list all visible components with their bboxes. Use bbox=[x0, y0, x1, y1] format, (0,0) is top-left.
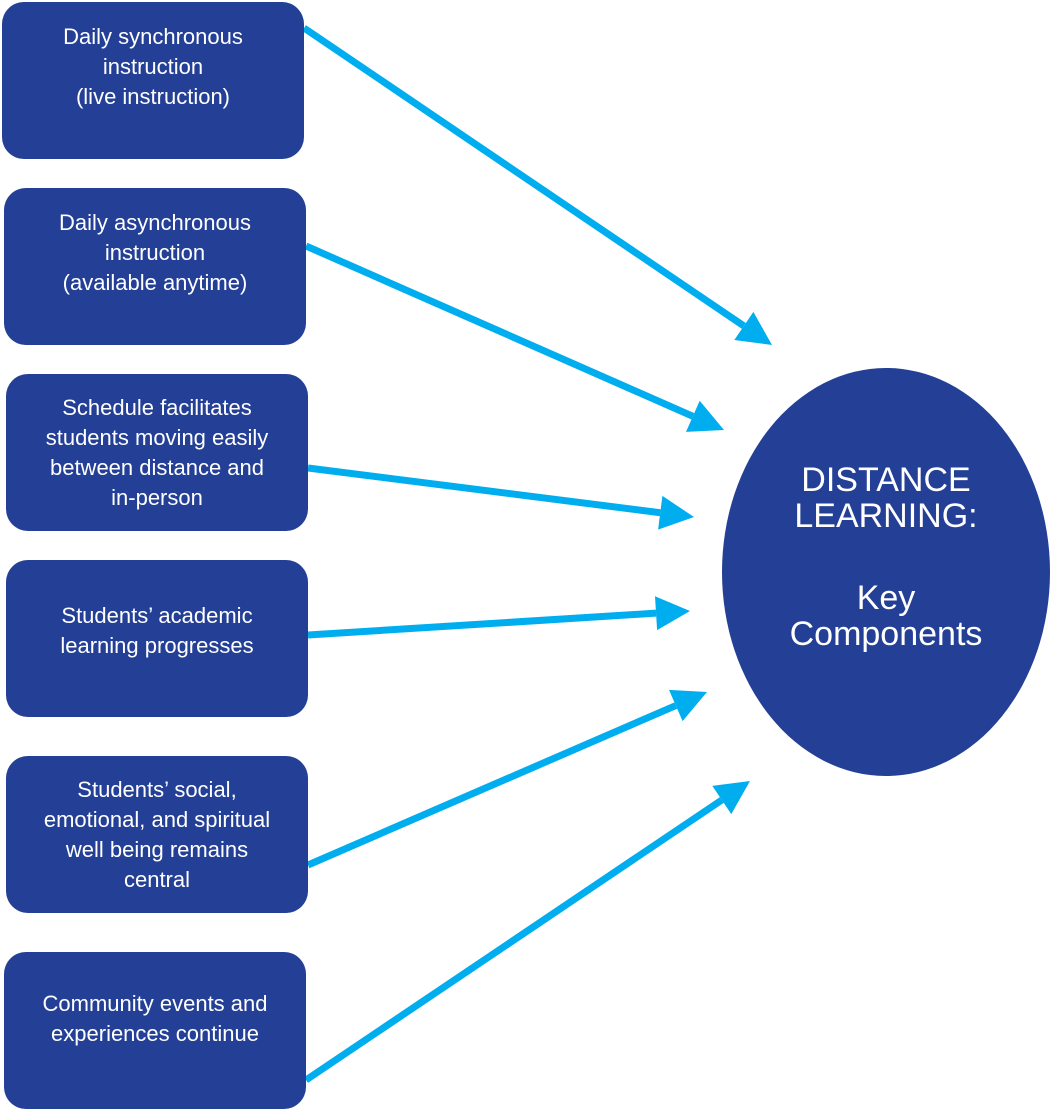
arrow-head-4 bbox=[669, 689, 707, 722]
center-subtitle: Key Components bbox=[789, 579, 983, 653]
arrow-line-5 bbox=[304, 797, 724, 1083]
center-ellipse bbox=[722, 368, 1050, 776]
arrow-line-4 bbox=[306, 702, 678, 869]
arrow-line-3 bbox=[307, 609, 657, 639]
arrow-head-1 bbox=[686, 400, 724, 432]
arrow-head-0 bbox=[734, 311, 772, 345]
component-label: Schedule facilitates students moving eas… bbox=[45, 394, 269, 510]
component-box-synchronous-instruction: Daily synchronous instruction (live inst… bbox=[2, 2, 304, 159]
center-title: DISTANCE LEARNING: bbox=[794, 461, 978, 535]
arrow-line-2 bbox=[307, 464, 661, 517]
component-box-asynchronous-instruction: Daily asynchronous instruction (availabl… bbox=[4, 188, 306, 345]
arrow-line-1 bbox=[304, 242, 695, 420]
arrow-line-0 bbox=[302, 25, 746, 329]
arrow-head-2 bbox=[658, 495, 694, 530]
arrow-head-3 bbox=[655, 596, 690, 631]
arrow-head-5 bbox=[712, 781, 750, 815]
component-label: Daily synchronous instruction (live inst… bbox=[63, 23, 243, 109]
component-box-academic-learning: Students’ academic learning progresses bbox=[6, 560, 308, 717]
component-label: Students’ academic learning progresses bbox=[60, 602, 254, 658]
component-box-wellbeing: Students’ social, emotional, and spiritu… bbox=[6, 756, 308, 913]
component-label: Students’ social, emotional, and spiritu… bbox=[43, 776, 271, 892]
component-box-community-events: Community events and experiences continu… bbox=[4, 952, 306, 1109]
component-box-schedule: Schedule facilitates students moving eas… bbox=[6, 374, 308, 531]
component-label: Daily asynchronous instruction (availabl… bbox=[59, 209, 251, 295]
component-label: Community events and experiences continu… bbox=[42, 990, 268, 1046]
